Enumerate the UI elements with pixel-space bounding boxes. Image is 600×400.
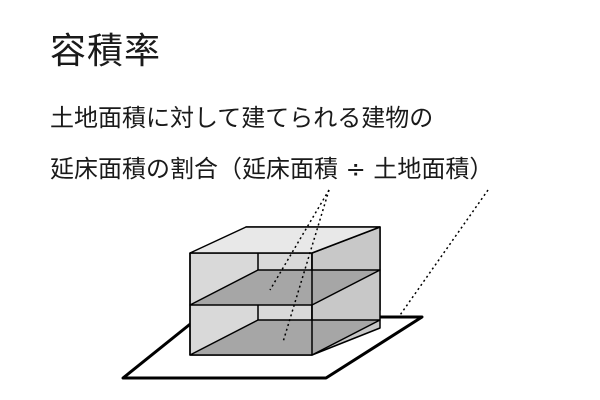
- description-line-1: 土地面積に対して建てられる建物の: [50, 104, 434, 132]
- building-roof: [189, 226, 381, 254]
- leader-line-floor-area: [282, 189, 330, 343]
- description-line-2: 延床面積の割合（延床面積 ÷ 土地面積）: [50, 155, 494, 183]
- lower-floor-slab: [189, 319, 381, 356]
- leader-line-land-area: [397, 189, 489, 319]
- page-title: 容積率: [50, 31, 162, 72]
- leader-line-floor-area-upper: [269, 189, 330, 291]
- upper-floor-slab: [189, 269, 381, 306]
